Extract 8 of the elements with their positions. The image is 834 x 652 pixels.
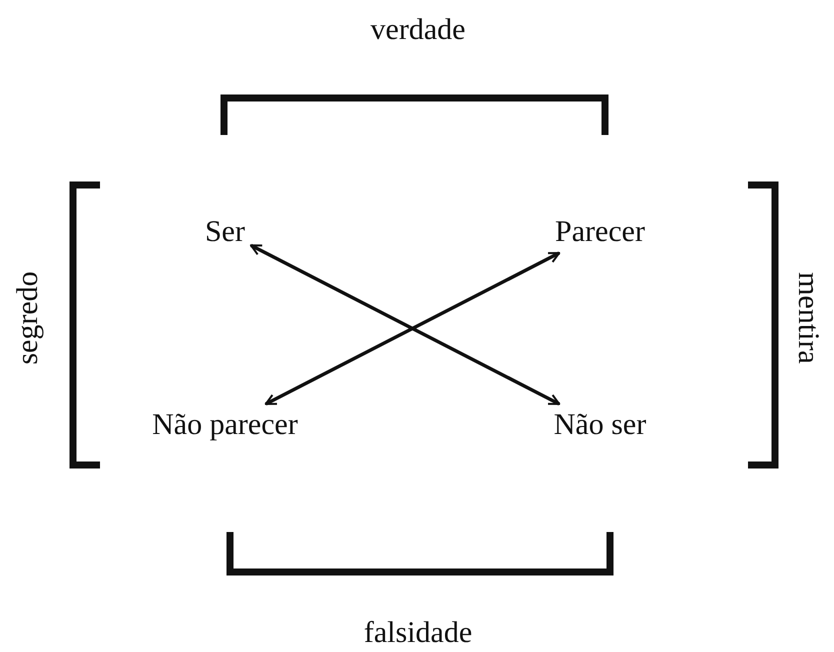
term-label: Não ser [548, 404, 652, 446]
term-label: Ser [199, 211, 251, 253]
bracket-label: verdade [370, 13, 466, 47]
term-label: Não parecer [146, 404, 304, 446]
term-label: Parecer [549, 211, 651, 253]
bracket-label: falsidade [364, 616, 472, 650]
bracket-label: segredo [11, 271, 45, 365]
bracket-label: mentira [791, 272, 825, 364]
